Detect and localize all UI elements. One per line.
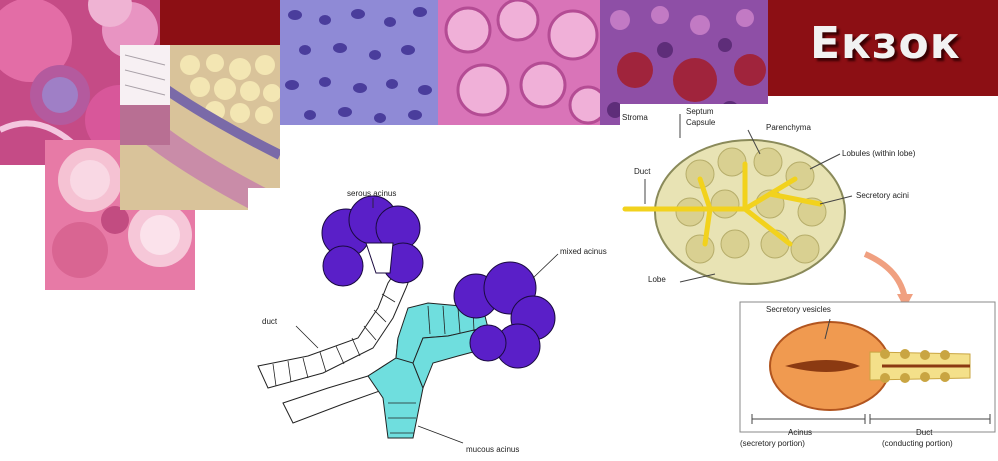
lobe-label: Lobe <box>648 276 666 284</box>
gland-diagram: Stroma Septum Capsule Parenchyma Lobules… <box>620 104 998 456</box>
duct-label: Duct <box>634 168 650 176</box>
acinus-label: Acinus <box>788 429 812 437</box>
secretory-acini-label: Secretory acini <box>856 192 909 200</box>
histology-photo-pink-acini <box>438 0 600 125</box>
parenchyma-label: Parenchyma <box>766 124 811 132</box>
acinus-diagram: serous acinus mixed acinus duct mucous a… <box>248 188 633 456</box>
stroma-label: Stroma <box>622 114 648 122</box>
duct-conducting-sub-label: (conducting portion) <box>882 440 953 448</box>
duct-label: duct <box>262 318 277 326</box>
gland-diagram-svg <box>620 104 998 456</box>
mixed-acinus-label: mixed acinus <box>560 248 607 256</box>
acinus-sub-label: (secretory portion) <box>740 440 805 448</box>
header-accent <box>160 0 282 46</box>
slide-title: Екзок <box>810 18 961 69</box>
lobules-label: Lobules (within lobe) <box>842 150 915 158</box>
histology-photo-blue-cells <box>280 0 438 125</box>
acinus-diagram-svg <box>248 188 633 456</box>
secretory-vesicles-label: Secretory vesicles <box>766 306 831 314</box>
mucous-acinus-label: mucous acinus <box>466 446 519 454</box>
duct-conducting-label: Duct <box>916 429 932 437</box>
capsule-label: Capsule <box>686 119 715 127</box>
serous-acinus-label: serous acinus <box>347 190 396 198</box>
septum-label: Septum <box>686 108 714 116</box>
histology-photo-adipose <box>120 45 280 210</box>
title-banner: Екзок <box>760 0 998 96</box>
